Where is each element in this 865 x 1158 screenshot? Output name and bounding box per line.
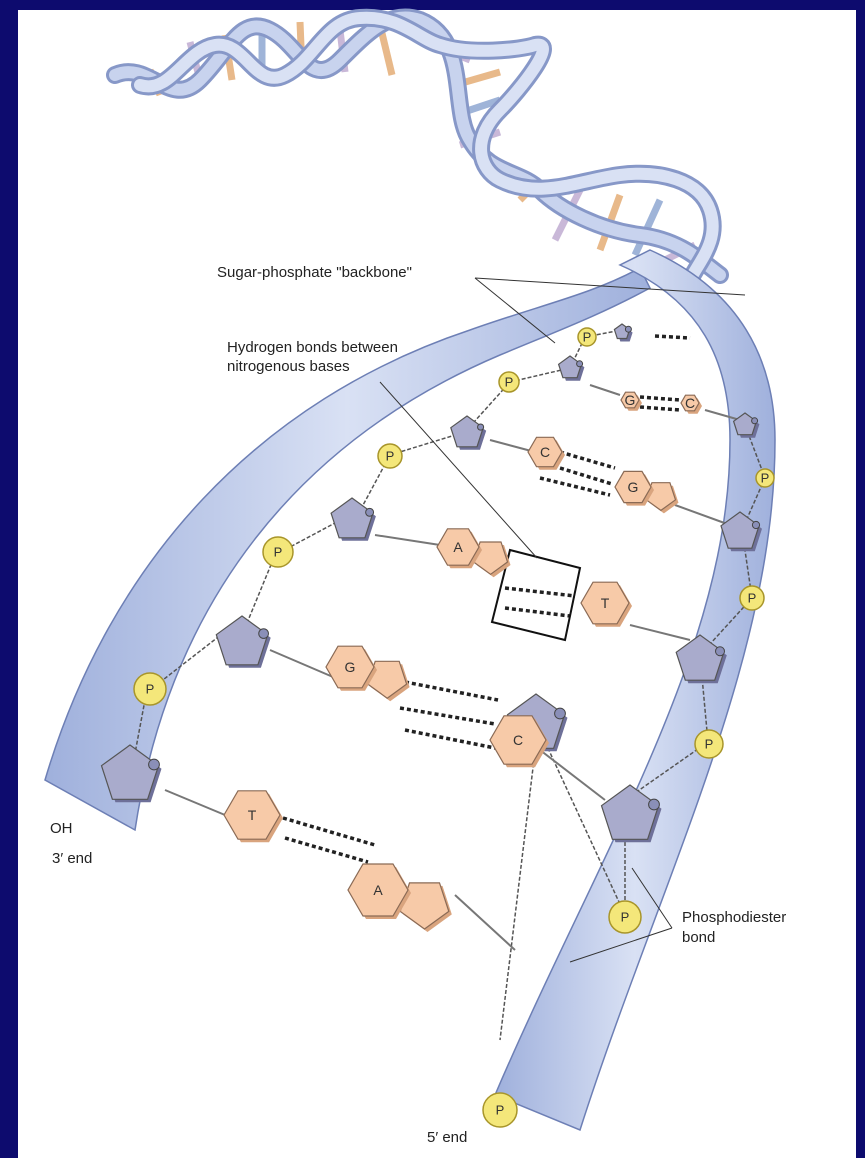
phosphate-group: P [609,901,641,933]
base-left-A: A [437,529,511,578]
base-letter: C [685,395,695,411]
phosphate-group: P [483,1093,517,1127]
sugar-pentagon [451,416,483,447]
sugar-oxygen-dot [577,361,583,367]
hbonds-label-line2: nitrogenous bases [227,358,350,375]
sugar-pentagon [331,498,373,538]
phosphate-letter: P [583,330,592,345]
phosphate-group: P [695,730,723,758]
base-letter: C [513,732,523,748]
base-letter: G [345,659,356,675]
phosphate-group: P [499,372,519,392]
phosphate-letter: P [386,449,395,464]
phosphodiester-label-line1: Phosphodiester [682,909,786,926]
phosphate-group: P [378,444,402,468]
backbone-bonds [130,330,765,1040]
base-left-C: C [528,437,565,469]
base-letter: A [453,539,463,555]
sugar-oxygen-dot [149,759,160,770]
phosphate-letter: P [621,910,630,925]
backbone-label: Sugar-phosphate "backbone" [217,264,412,281]
base-letter: A [373,882,383,898]
phosphate-group: P [134,673,166,705]
upper-helix [115,17,720,280]
sugar-oxygen-dot [625,326,631,332]
sugar-oxygen-dot [366,508,374,516]
phosphate-group: P [578,328,596,346]
phosphate-group: P [740,586,764,610]
sugar-oxygen-dot [752,418,758,424]
phosphate-group: P [263,537,293,567]
base-left-G: G [326,646,410,701]
five-prime-end-label: 5′ end [427,1129,467,1146]
base-right-T: T [581,582,632,627]
phosphate-group: P [756,469,774,487]
phosphodiester-label-line2: bond [682,929,715,946]
base-left-T: T [224,791,283,842]
base-right-C: C [681,395,702,414]
base-right-A: A [348,864,452,932]
base-left-G: G [621,392,642,411]
oh-label: OH [50,820,73,837]
sugar-pentagon [216,616,267,665]
phosphate-letter: P [748,591,757,606]
base-letter: G [628,479,639,495]
sugar-oxygen-dot [752,521,759,528]
sugar-oxygen-dot [716,647,725,656]
phosphate-letter: P [274,545,283,560]
phosphate-letter: P [505,375,514,390]
sugar-oxygen-dot [478,424,484,430]
phosphate-letter: P [705,737,714,752]
base-letter: G [625,392,636,408]
base-letter: C [540,444,550,460]
phosphate-letter: P [496,1103,505,1118]
sugar-oxygen-dot [649,799,660,810]
phosphate-letter: P [761,471,770,486]
three-prime-end-label: 3′ end [52,850,92,867]
base-letter: T [601,595,610,611]
right-backbone-ribbon [495,250,775,1130]
base-right-G: G [615,471,679,513]
hbonds-label-line1: Hydrogen bonds between [227,339,398,356]
sugar-oxygen-dot [259,629,269,639]
sugar-oxygen-dot [555,708,566,719]
base-letter: T [248,807,257,823]
phosphate-letter: P [146,682,155,697]
